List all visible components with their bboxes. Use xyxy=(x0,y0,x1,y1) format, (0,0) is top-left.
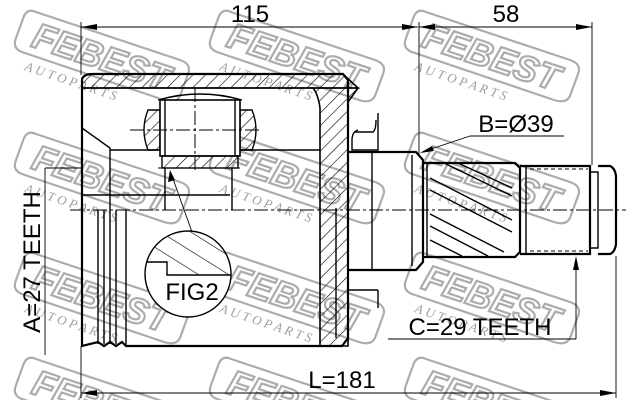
tripod-roller xyxy=(130,88,262,210)
watermark-layer xyxy=(13,9,581,400)
dimension-shaft-length: 58 xyxy=(418,1,593,165)
stub-shaft xyxy=(348,150,618,272)
callout-outer-diameter: B=Ø39 xyxy=(420,111,564,153)
fig2-label: FIG2 xyxy=(165,279,218,306)
outer-teeth-label: C=29 TEETH xyxy=(409,314,552,341)
callout-outer-teeth: C=29 TEETH xyxy=(388,256,579,341)
dim-58-label: 58 xyxy=(493,1,520,28)
callout-inner-teeth: A=27 TEETH xyxy=(19,167,82,355)
inner-teeth-label: A=27 TEETH xyxy=(19,191,46,333)
diameter-label: B=Ø39 xyxy=(478,111,553,138)
dust-shield xyxy=(348,113,379,308)
total-length-label: L=181 xyxy=(308,367,375,394)
dimension-housing-length: 115 xyxy=(80,1,418,75)
dim-115-label: 115 xyxy=(231,1,269,28)
dimension-total-length: L=181 xyxy=(80,256,617,398)
